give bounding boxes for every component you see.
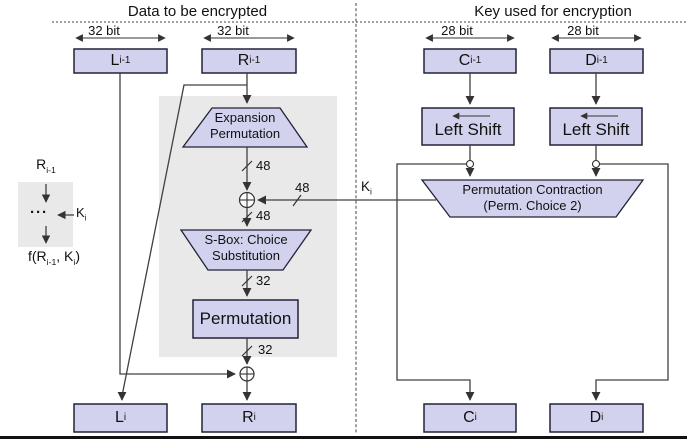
- section-title-data: Data to be encrypted: [127, 3, 268, 20]
- wire-label-32-out: 32: [258, 342, 273, 357]
- register-boxes: [73, 48, 644, 433]
- wire-label-48-expansion: 48: [256, 158, 271, 173]
- legend-dots: ···: [30, 204, 48, 221]
- branch-node-icon: [591, 159, 601, 169]
- perm-contraction-box: Permutation Contraction(Perm. Choice 2): [462, 182, 603, 213]
- left-shift-2-box: Left Shift: [562, 120, 630, 139]
- bottom-edge-bar: [0, 436, 687, 439]
- trapezoid-shapes: [179, 107, 645, 271]
- xor-nodes: [238, 191, 256, 382]
- bitwidth-label-r2: 28 bit: [567, 23, 599, 38]
- bitwidth-label-l2: 32 bit: [217, 23, 249, 38]
- wire-label-48-sbox: 48: [256, 208, 271, 223]
- branch-node-icon: [465, 159, 475, 169]
- wire-label-32-perm: 32: [256, 273, 271, 288]
- permutation-box: Permutation: [199, 309, 292, 328]
- key-label: Ki: [361, 179, 372, 197]
- legend-key-label: Ki: [76, 205, 87, 223]
- bitwidth-label-r1: 28 bit: [441, 23, 473, 38]
- section-title-key: Key used for encryption: [474, 3, 632, 20]
- legend-arrows: [41, 184, 74, 244]
- legend-input-label: Ri-1: [36, 156, 56, 175]
- wire-label-48-key: 48: [295, 180, 310, 195]
- bitwidth-label-l1: 32 bit: [88, 23, 120, 38]
- left-shift-1-box: Left Shift: [434, 120, 502, 139]
- legend-output-label: f(Ri-1, Ki): [27, 248, 81, 267]
- bus-slash-ticks: [241, 160, 302, 357]
- expansion-trapezoid: [181, 107, 309, 148]
- sbox-trapezoid: [179, 229, 313, 271]
- perm-contraction-trapezoid: [420, 179, 645, 218]
